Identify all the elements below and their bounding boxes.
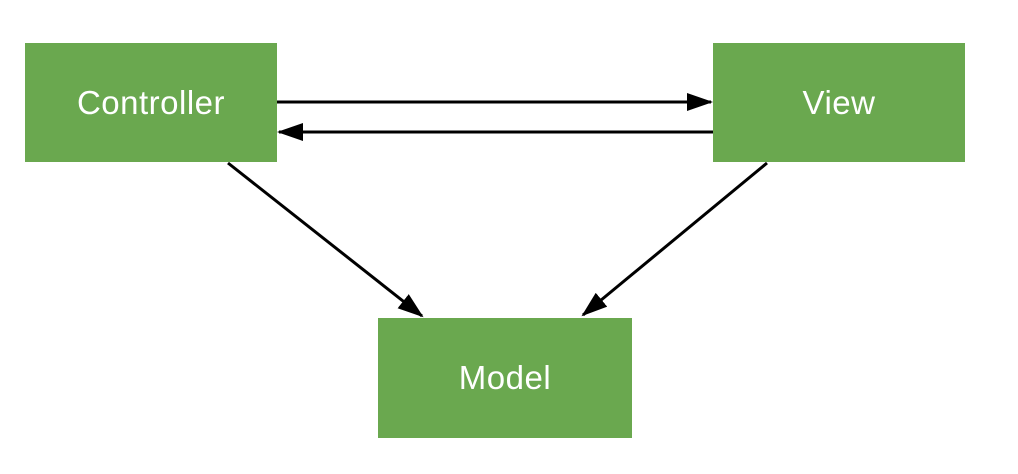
node-view: View: [713, 43, 965, 162]
node-controller-label: Controller: [76, 83, 226, 121]
edge-controller-to-model: [227, 161, 424, 318]
node-view-label: View: [802, 83, 876, 121]
edge-view-to-model: [581, 161, 768, 317]
node-model-label: Model: [458, 359, 552, 396]
node-controller: Controller: [25, 43, 277, 162]
node-model: Model: [378, 318, 632, 438]
